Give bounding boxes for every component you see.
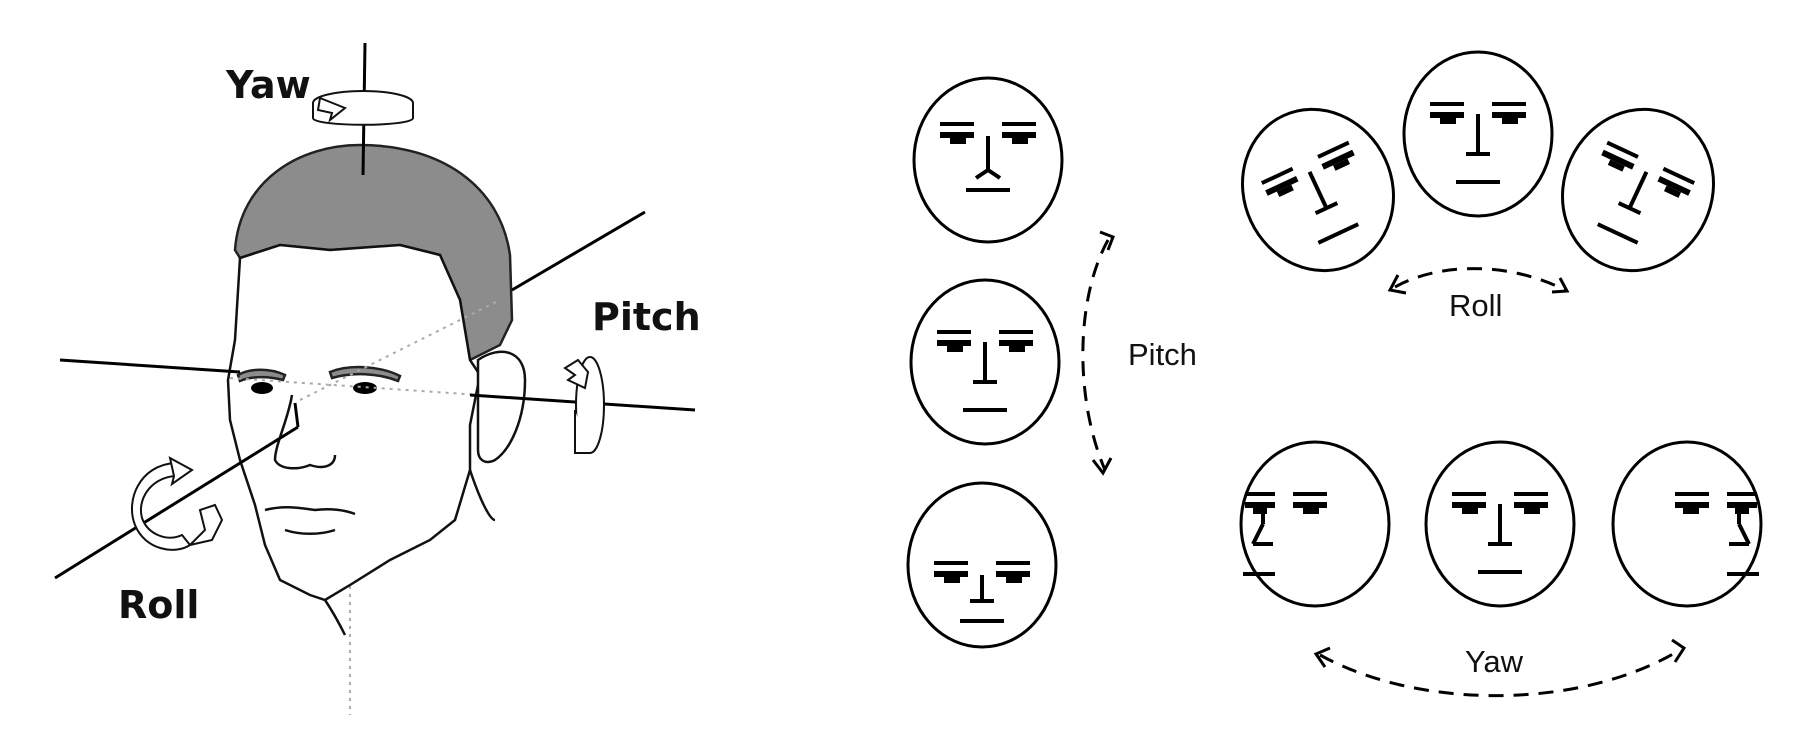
head-hair [233,143,514,362]
roll-faces: Roll [1214,50,1742,323]
yaw-text: Yaw [1465,644,1524,679]
face-roll-left [1214,82,1422,298]
face-yaw-neutral [1424,440,1576,608]
roll-guide [299,299,501,401]
head-neck [323,469,496,636]
pitch-label: Pitch [592,295,701,339]
pitch-rotation-icon [563,356,605,454]
face-yaw-left [1239,440,1391,608]
pitch-text: Pitch [1128,337,1197,372]
yaw-faces: Yaw [1239,440,1763,698]
chin-line [284,528,336,535]
face-roll-right [1534,82,1742,298]
pitch-arrowhead-top [1099,230,1115,251]
right-eye [353,382,377,394]
roll-arrowhead-left [1387,274,1407,295]
yaw-arrow [1319,648,1681,698]
pitch-arrow [1081,239,1110,471]
right-eyebrow [328,365,402,383]
roll-label: Roll [118,583,199,627]
roll-axis [54,425,299,580]
pitch-arrowhead-bottom [1091,457,1113,476]
yaw-arrowhead-right [1671,638,1687,663]
yaw-rotation-icon [312,90,414,126]
pitch-diagonal-axis [511,210,646,292]
head-illustration: Yaw Pitch Roll [54,42,701,715]
yaw-label: Yaw [225,63,311,107]
face-pitch-down [906,481,1058,649]
left-eye [251,382,273,394]
roll-text: Roll [1449,288,1502,323]
face-roll-neutral [1402,50,1554,218]
roll-arrow [1394,267,1566,292]
face-yaw-right [1611,440,1763,608]
roll-axis-stub [293,402,300,428]
pitch-axis-left [59,358,241,374]
eye-guide [229,377,481,396]
roll-arrowhead-right [1551,277,1570,294]
nose [273,394,337,470]
face-pitch-neutral [909,278,1061,446]
pitch-faces: Pitch [906,76,1197,649]
mouth [264,506,356,516]
face-pitch-up [912,76,1064,244]
head-ear [476,350,527,464]
roll-rotation-icon [130,456,224,551]
head-face [226,243,482,602]
yaw-arrowhead-left [1313,646,1331,668]
